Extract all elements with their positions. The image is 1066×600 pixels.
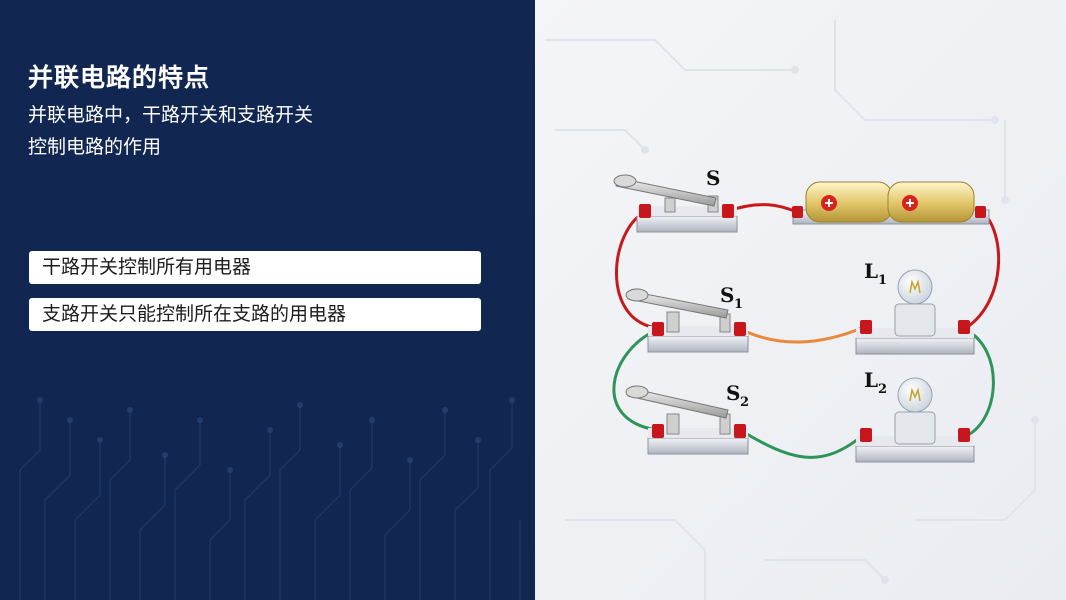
label-lamp-2: L: [864, 368, 878, 392]
key-point-1: 干路开关控制所有用电器: [29, 251, 481, 284]
label-lamp-1-sub: 1: [878, 273, 887, 288]
wire-main-switch-to-battery: [726, 203, 799, 214]
label-main-switch: S: [706, 166, 720, 190]
light-circuit-pattern: [545, 20, 1039, 600]
label-branch-switch-1: S: [720, 283, 734, 307]
lamp-2: [855, 377, 975, 463]
parallel-circuit-diagram: S S 1 S 2 L 1 L 2: [612, 166, 1001, 463]
subtitle-line-1: 并联电路中，干路开关和支路开关: [28, 104, 314, 126]
wire-branch-2: [738, 428, 864, 459]
wire-main-switch-to-branch-switch: [615, 210, 659, 330]
key-point-2: 支路开关只能控制所在支路的用电器: [29, 298, 481, 331]
wire-battery-to-lamp-1: [964, 210, 1001, 330]
label-branch-switch-2-sub: 2: [740, 395, 749, 410]
wire-junction-left: [612, 328, 659, 432]
slide-subtitle: 并联电路中，干路开关和支路开关 控制电路的作用: [28, 99, 398, 163]
diagram-panel: [535, 0, 1066, 600]
label-branch-switch-2: S: [726, 381, 740, 405]
text-panel: 并联电路的特点 并联电路中，干路开关和支路开关 控制电路的作用 干路开关控制所有…: [0, 0, 535, 600]
branch-switch-1: [625, 288, 749, 353]
label-lamp-2-sub: 2: [878, 382, 887, 397]
wire-junction-right: [964, 328, 995, 438]
wire-branch-1: [738, 326, 864, 344]
lamp-1: [855, 269, 975, 355]
label-branch-switch-1-sub: 1: [734, 297, 743, 312]
battery-pack: [792, 181, 990, 225]
slide-title: 并联电路的特点: [28, 63, 211, 92]
subtitle-line-2: 控制电路的作用: [28, 136, 162, 158]
circuit-pattern-background: [19, 397, 521, 600]
main-switch: [613, 174, 738, 233]
label-lamp-1: L: [864, 259, 878, 283]
branch-switch-2: [625, 385, 749, 455]
